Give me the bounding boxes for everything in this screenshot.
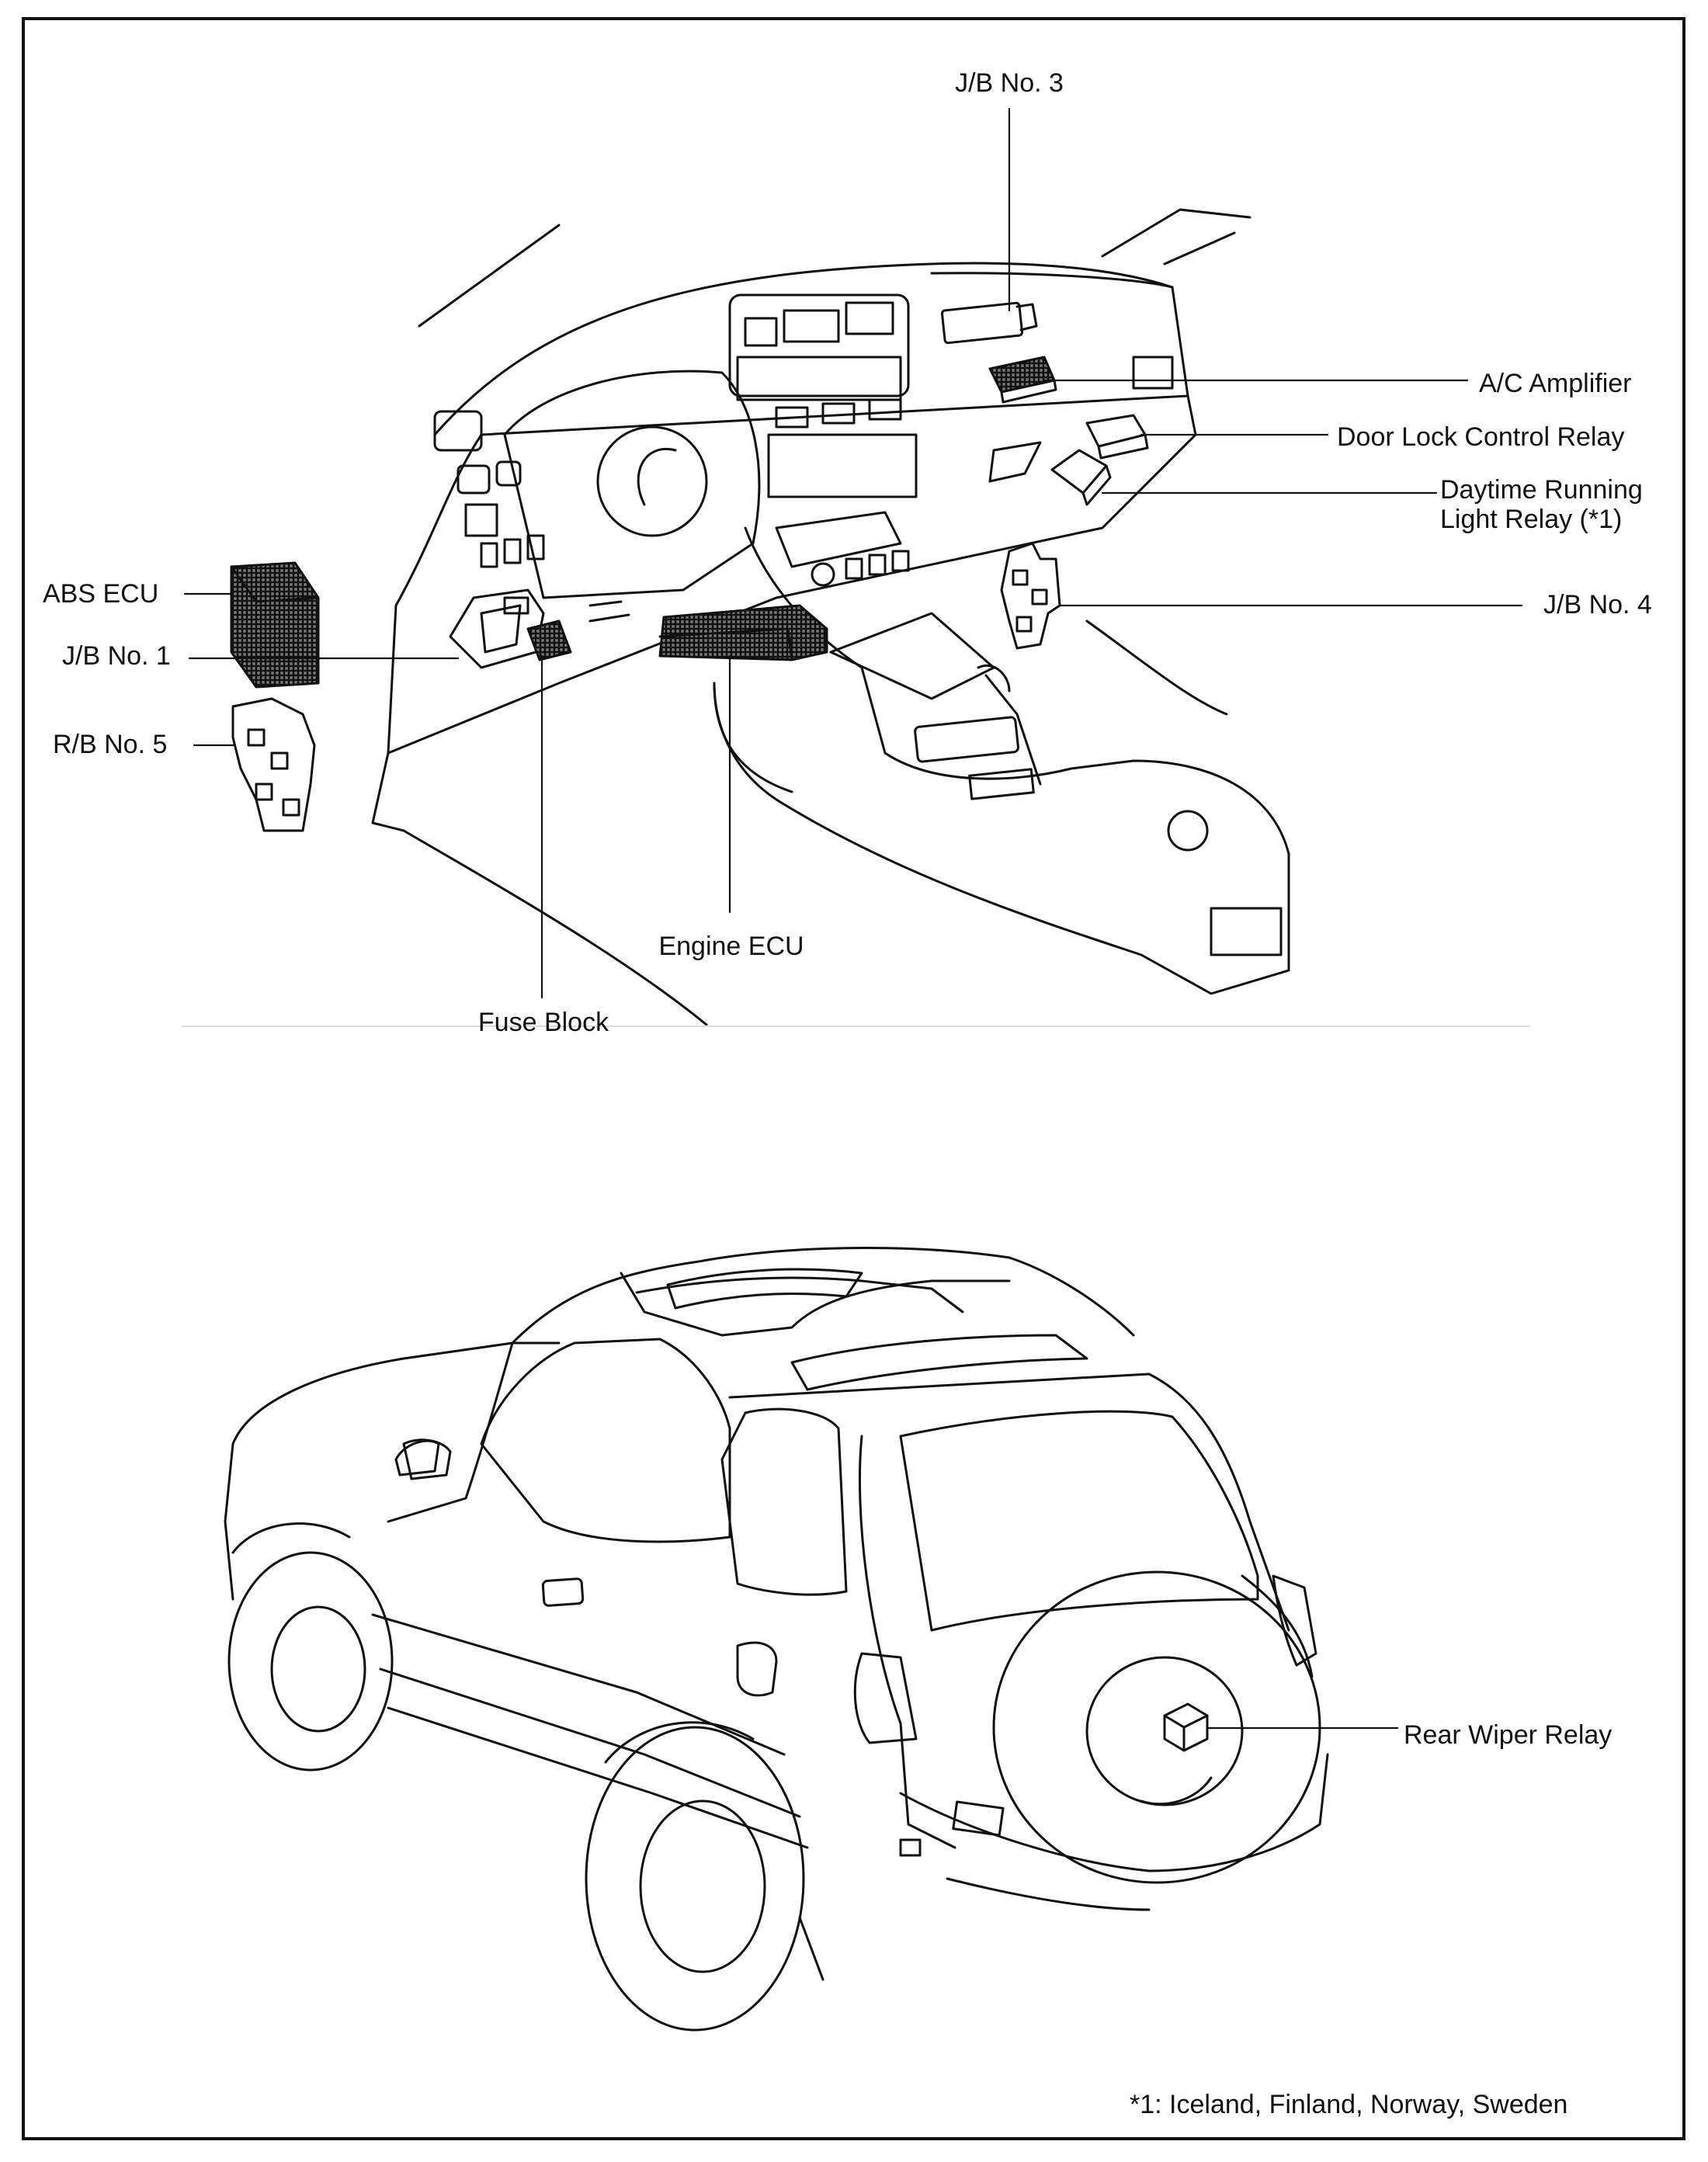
jb1-component	[449, 588, 545, 669]
label-drl-relay-line1: Daytime Running	[1440, 475, 1643, 505]
jb4-component	[1000, 542, 1061, 650]
label-jb4: J/B No. 4	[1543, 590, 1652, 619]
label-jb1: J/B No. 1	[62, 641, 171, 671]
dashboard-illustration	[371, 208, 1290, 1026]
label-door-lock-relay: Door Lock Control Relay	[1337, 422, 1625, 452]
label-fuse-block: Fuse Block	[477, 1008, 609, 1037]
vehicle-rear-illustration	[224, 1247, 1329, 2032]
abs-ecu-component	[230, 561, 320, 689]
label-jb3: J/B No. 3	[955, 68, 1064, 98]
rb5-component	[231, 697, 316, 832]
label-ac-amplifier: A/C Amplifier	[1479, 369, 1632, 398]
jb3-component	[940, 301, 1038, 345]
fuse-block-component	[526, 619, 572, 661]
drl-relay-component	[1050, 449, 1112, 506]
door-lock-relay-component	[1085, 414, 1149, 460]
label-rear-wiper-relay: Rear Wiper Relay	[1404, 1720, 1613, 1750]
ac-amplifier-component	[988, 356, 1057, 404]
rear-wiper-relay-component	[1163, 1702, 1209, 1752]
label-drl-relay-line2: Light Relay (*1)	[1440, 505, 1623, 534]
diagram-frame	[22, 17, 1685, 2140]
footnote: *1: Iceland, Finland, Norway, Sweden	[1130, 2090, 1568, 2119]
label-engine-ecu: Engine ECU	[658, 932, 804, 961]
engine-ecu-component	[658, 604, 828, 661]
label-rb5: R/B No. 5	[53, 730, 168, 759]
leader-lines-top	[183, 107, 1523, 999]
label-abs-ecu: ABS ECU	[43, 579, 159, 609]
